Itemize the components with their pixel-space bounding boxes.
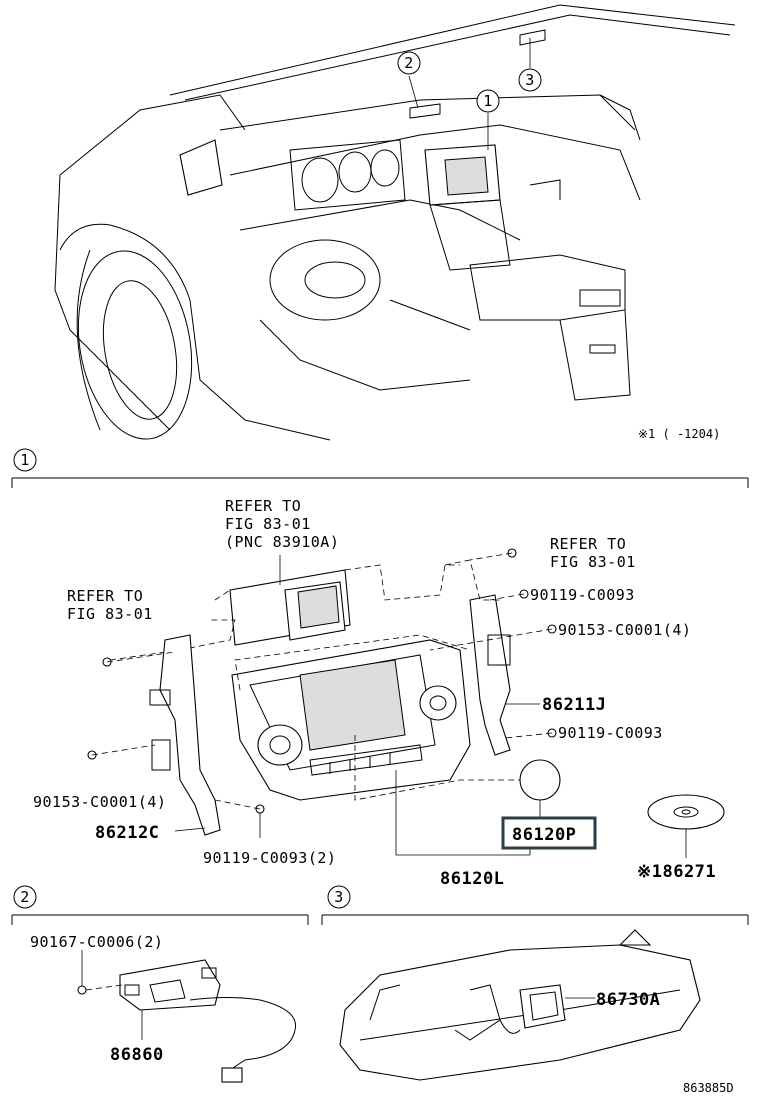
section-3-number: 3 xyxy=(334,888,344,906)
part-86120p-highlight[interactable]: 86120P xyxy=(501,816,597,850)
figure-id: 863885D xyxy=(683,1081,734,1095)
refer-left-line1: REFER TO xyxy=(67,587,143,605)
vehicle-interior-illustration xyxy=(54,4,736,441)
section-3-frame: 3 xyxy=(321,885,749,925)
refer-right-line2: FIG 83-01 xyxy=(550,553,636,571)
section-2-number: 2 xyxy=(20,888,30,906)
section-2-drawing xyxy=(77,950,297,1083)
svg-text:86120P: 86120P xyxy=(512,825,576,845)
part-86271[interactable]: ※186271 xyxy=(637,862,716,882)
callout-2-top[interactable]: 2 xyxy=(397,51,421,75)
part-86212c[interactable]: 86212C xyxy=(95,823,159,843)
part-86211j[interactable]: 86211J xyxy=(542,695,606,715)
section-2-frame: 2 xyxy=(11,885,309,925)
part-86730a[interactable]: 86730A xyxy=(596,990,660,1010)
refer-right-line1: REFER TO xyxy=(550,535,626,553)
applicability-note: ※1 ( -1204) xyxy=(638,427,720,441)
part-90153-c0001-left[interactable]: 90153-C0001(4) xyxy=(33,793,166,811)
section-1-drawing xyxy=(87,548,725,858)
top-callout-leaders xyxy=(408,38,531,150)
section-1-number: 1 xyxy=(20,451,30,469)
callout-1-top[interactable]: 1 xyxy=(476,89,500,113)
part-90167-c0006-2[interactable]: 90167-C0006(2) xyxy=(30,933,163,951)
refer-center-line1: REFER TO xyxy=(225,497,301,515)
callout-3-top[interactable]: 3 xyxy=(518,68,542,92)
part-90153-c0001-right[interactable]: 90153-C0001(4) xyxy=(558,621,691,639)
svg-text:2: 2 xyxy=(404,54,414,72)
part-90119-c0093-2[interactable]: 90119-C0093(2) xyxy=(203,849,336,867)
refer-center-line2: FIG 83-01 xyxy=(225,515,311,533)
svg-text:3: 3 xyxy=(525,71,535,89)
part-86120l[interactable]: 86120L xyxy=(440,869,504,889)
part-90119-c0093-mid[interactable]: 90119-C0093 xyxy=(558,724,663,742)
refer-center-line3: (PNC 83910A) xyxy=(225,533,339,551)
refer-left-line2: FIG 83-01 xyxy=(67,605,153,623)
svg-text:1: 1 xyxy=(483,92,493,110)
section-3-drawing xyxy=(339,929,701,1081)
part-90119-c0093-top[interactable]: 90119-C0093 xyxy=(530,586,635,604)
part-86860[interactable]: 86860 xyxy=(110,1045,164,1065)
section-1-frame: 1 xyxy=(11,448,749,488)
